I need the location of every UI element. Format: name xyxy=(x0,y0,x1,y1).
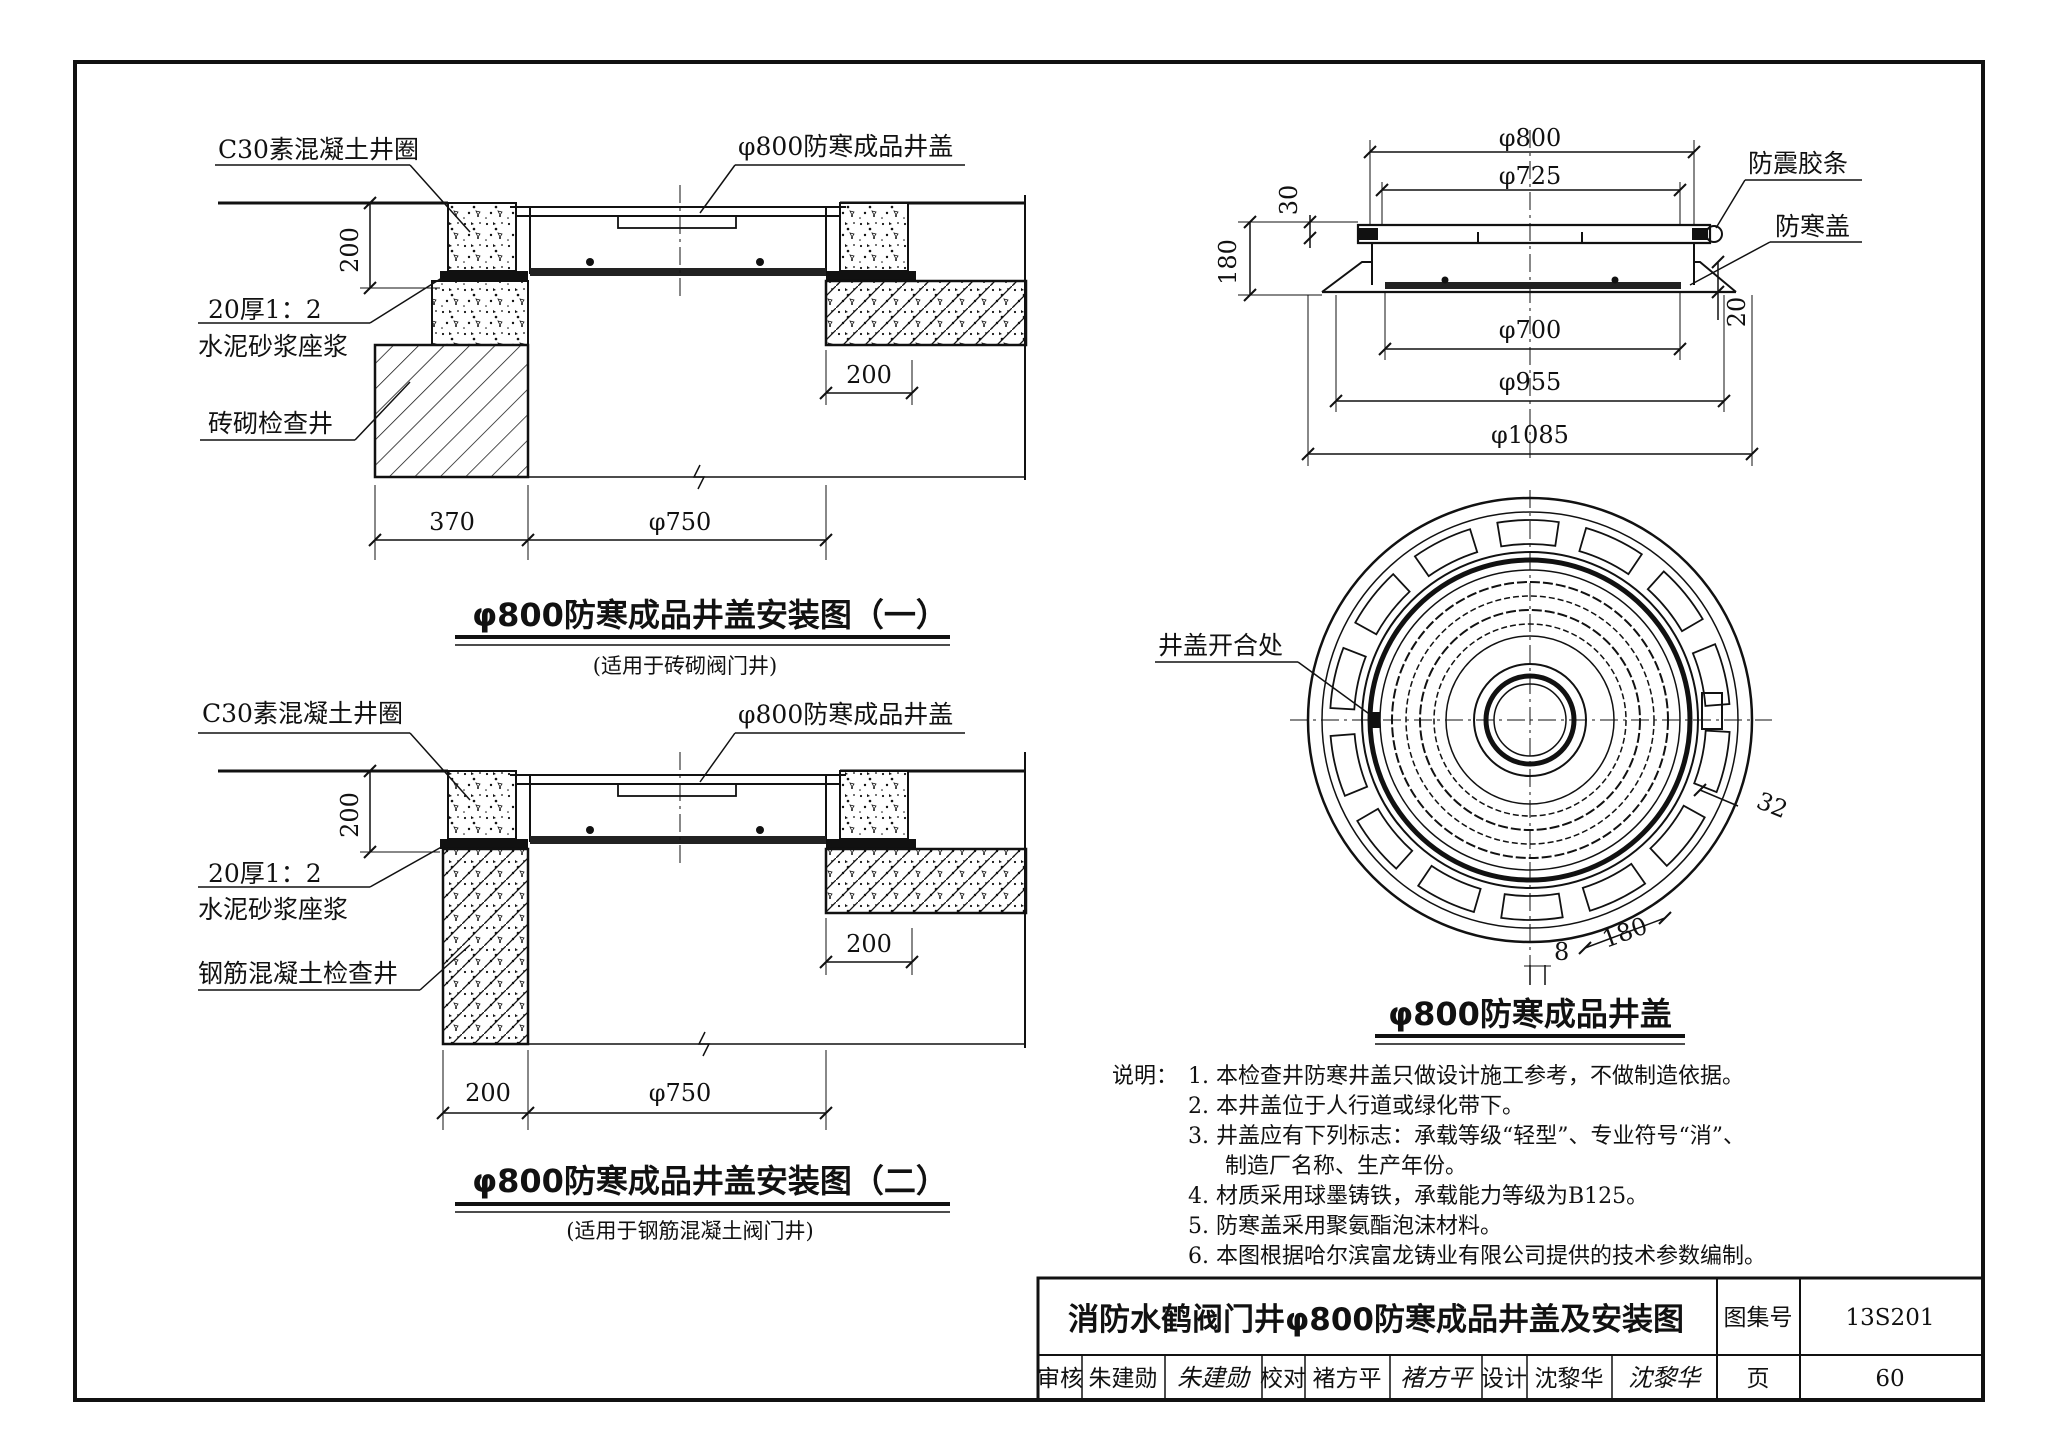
dim-20-height: 20 xyxy=(1723,297,1751,328)
cover-section-view: φ800 φ725 180 30 20 防震胶条 防寒盖 φ70 xyxy=(1214,124,1862,466)
notes-prefix: 说明： xyxy=(1112,1064,1178,1089)
atlas-label: 图集号 xyxy=(1724,1305,1793,1331)
cover-slot xyxy=(1500,892,1564,921)
dim-phi750-1: φ750 xyxy=(649,508,712,536)
dim-phi955: φ955 xyxy=(1499,368,1562,396)
notes-block: 说明： 1. 本检查井防寒井盖只做设计施工参考，不做制造依据。 2. 本井盖位于… xyxy=(1112,1064,1766,1269)
checker-signature: 褚方平 xyxy=(1400,1364,1475,1392)
dim-200-vertical-2: 200 xyxy=(336,792,364,838)
page-number: 60 xyxy=(1875,1366,1904,1392)
cold-cover-panel xyxy=(530,268,826,276)
designer-signature: 沈黎华 xyxy=(1628,1364,1703,1392)
figure-2-title: φ800防寒成品井盖安装图（二） xyxy=(472,1162,948,1200)
slab-right xyxy=(824,279,1028,347)
section-cold-cover xyxy=(1385,282,1681,289)
figure-2-subtitle: (适用于钢筋混凝土阀门井) xyxy=(566,1219,813,1243)
figure-3-title: φ800防寒成品井盖 xyxy=(1388,995,1672,1033)
rc-slab-right xyxy=(824,847,1028,915)
dim-200-vertical-1: 200 xyxy=(336,227,364,273)
concrete-ring-left-2 xyxy=(447,770,517,840)
cover-slot xyxy=(1693,729,1731,794)
figure-1-subtitle: (适用于砖砌阀门井) xyxy=(593,654,777,678)
note-1: 1. 本检查井防寒井盖只做设计施工参考，不做制造依据。 xyxy=(1188,1064,1744,1089)
dim-200-bottom: 200 xyxy=(465,1079,511,1107)
dim-200-horizontal-2: 200 xyxy=(846,930,892,958)
figure-1-title: φ800防寒成品井盖安装图（一） xyxy=(472,596,948,634)
checker-name: 褚方平 xyxy=(1313,1366,1382,1392)
label-rubber-strip: 防震胶条 xyxy=(1748,149,1848,178)
label-rc-well: 钢筋混凝土检查井 xyxy=(198,959,398,988)
label-concrete-ring-2: C30素混凝土井圈 xyxy=(202,699,403,728)
label-brick-well: 砖砌检查井 xyxy=(208,409,333,438)
dim-180-arc: 180 xyxy=(1598,912,1651,954)
dim-370: 370 xyxy=(429,508,475,536)
cover-slot xyxy=(1578,526,1644,576)
label-cold-cover: 防寒盖 xyxy=(1775,212,1850,241)
cover-plan-view: 井盖开合处 32 180 8 φ800防寒成品井盖 xyxy=(1155,490,1792,1045)
installation-figure-2: 200 200 φ750 200 C30素混凝土井圈 φ800防寒成品井盖 20… xyxy=(198,699,1028,1243)
dim-phi800: φ800 xyxy=(1499,124,1562,152)
hinge-block xyxy=(1701,692,1723,730)
cover-slot xyxy=(1496,519,1560,548)
dim-phi750-2: φ750 xyxy=(649,1079,712,1107)
cover-slot xyxy=(1356,807,1414,870)
cover-slot xyxy=(1329,733,1369,797)
label-cover-1: φ800防寒成品井盖 xyxy=(738,132,953,161)
cold-cover-panel-2 xyxy=(530,836,826,844)
brick-wall-left xyxy=(431,280,529,346)
sheet-frame xyxy=(73,60,1985,1402)
cover-slot xyxy=(1413,528,1479,578)
cover-slot xyxy=(1581,862,1647,912)
cover-slot xyxy=(1646,570,1704,633)
note-4: 4. 材质采用球墨铸铁，承载能力等级为B125。 xyxy=(1188,1184,1648,1209)
cover-slot xyxy=(1416,864,1482,914)
label-mortar-2a: 20厚1：2 xyxy=(208,859,322,888)
dim-180-height: 180 xyxy=(1214,239,1242,285)
page-label: 页 xyxy=(1747,1366,1770,1392)
reviewer-signature: 朱建勋 xyxy=(1177,1364,1252,1392)
dim-32: 32 xyxy=(1753,787,1792,824)
dim-8: 8 xyxy=(1554,938,1569,966)
title-block: 消防水鹤阀门井φ800防寒成品井盖及安装图 图集号 13S201 审核 朱建勋 … xyxy=(1036,1276,1985,1402)
note-2: 2. 本井盖位于人行道或绿化带下。 xyxy=(1188,1094,1524,1119)
dim-phi725: φ725 xyxy=(1499,162,1562,190)
design-label: 设计 xyxy=(1481,1366,1527,1392)
cover-slot xyxy=(1329,646,1367,711)
designer-name: 沈黎华 xyxy=(1535,1366,1604,1392)
label-mortar-1a: 20厚1：2 xyxy=(208,295,322,324)
note-3-cont: 制造厂名称、生产年份。 xyxy=(1225,1154,1467,1179)
note-5: 5. 防寒盖采用聚氨酯泡沫材料。 xyxy=(1188,1214,1502,1239)
review-label: 审核 xyxy=(1037,1366,1083,1392)
cover-slot xyxy=(1354,572,1411,636)
note-3: 3. 井盖应有下列标志：承载等级“轻型”、专业符号“消”、 xyxy=(1188,1124,1745,1149)
check-label: 校对 xyxy=(1260,1366,1306,1392)
rubber-strip xyxy=(1705,225,1723,243)
concrete-ring-right xyxy=(839,202,909,272)
dim-200-horizontal-1: 200 xyxy=(846,361,892,389)
label-cover-2: φ800防寒成品井盖 xyxy=(738,700,953,729)
dim-30-height: 30 xyxy=(1275,185,1303,216)
dim-phi700: φ700 xyxy=(1499,316,1562,344)
label-mortar-1b: 水泥砂浆座浆 xyxy=(198,332,348,361)
note-6: 6. 本图根据哈尔滨富龙铸业有限公司提供的技术参数编制。 xyxy=(1188,1244,1766,1269)
atlas-number: 13S201 xyxy=(1846,1305,1935,1331)
label-mortar-2b: 水泥砂浆座浆 xyxy=(198,895,348,924)
brick-wall-left-lower xyxy=(373,343,530,479)
cover-slot xyxy=(1649,804,1706,868)
installation-figure-1: 200 370 φ750 200 C30素混凝土井圈 φ800防寒成品井盖 20… xyxy=(198,132,1028,678)
concrete-ring-right-2 xyxy=(839,770,909,840)
rc-wall-left xyxy=(441,847,530,1046)
reviewer-name: 朱建勋 xyxy=(1089,1366,1158,1392)
label-concrete-ring-1: C30素混凝土井圈 xyxy=(218,135,419,164)
label-hinge: 井盖开合处 xyxy=(1158,631,1283,660)
dim-phi1085: φ1085 xyxy=(1491,421,1569,449)
cover-slot xyxy=(1691,643,1731,707)
drawing-title: 消防水鹤阀门井φ800防寒成品井盖及安装图 xyxy=(1068,1302,1684,1338)
concrete-ring-left xyxy=(447,202,517,272)
